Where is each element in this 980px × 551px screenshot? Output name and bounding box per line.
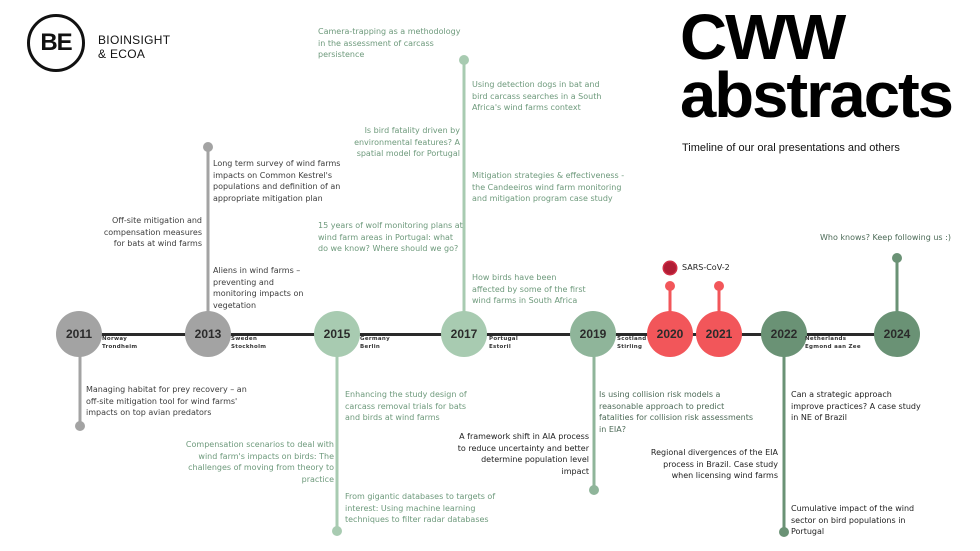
- abstract-2017-2: Using detection dogs in bat and bird car…: [472, 80, 602, 112]
- abstract-2019-2: A framework shift in AIA process to redu…: [457, 432, 589, 476]
- location-country: Netherlands: [805, 336, 847, 342]
- abstract-2017-1: Camera-trapping as a methodology in the …: [318, 27, 461, 59]
- stem-2021: [717, 286, 721, 334]
- location-country: Scotland: [617, 336, 647, 342]
- abstract-2017-4: Mitigation strategies & effectiveness - …: [472, 171, 625, 203]
- location-city: Trondheim: [102, 344, 138, 350]
- stem-2015: [335, 334, 339, 531]
- location-country: Norway: [102, 336, 128, 342]
- abstract-2015-3: From gigantic databases to targets of in…: [345, 492, 496, 524]
- year-node-2015: 2015: [314, 311, 360, 357]
- stem-end-dot-2019: [589, 485, 599, 495]
- year-node-2011: 2011: [56, 311, 102, 357]
- year-node-2013: 2013: [185, 311, 231, 357]
- abstract-2013-3: Aliens in wind farms – preventing and mo…: [213, 266, 304, 310]
- virus-icon: [664, 262, 676, 274]
- page-subtitle: Timeline of our oral presentations and o…: [682, 142, 900, 154]
- abstract-2017-5: 15 years of wolf monitoring plans at win…: [318, 221, 463, 253]
- stem-2017: [462, 60, 466, 334]
- stem-end-dot-2021: [714, 281, 724, 291]
- stem-2011: [78, 334, 82, 426]
- abstract-2024-1: Who knows? Keep following us :): [820, 233, 951, 242]
- covid-label: SARS-CoV-2: [682, 263, 730, 272]
- abstract-2022-1: Can a strategic approach improve practic…: [791, 390, 921, 422]
- location-city: Egmond aan Zee: [805, 344, 861, 350]
- stem-end-dot-2024: [892, 253, 902, 263]
- stem-2019: [592, 334, 596, 490]
- abstract-2019-1: Is using collision risk models a reasona…: [599, 390, 754, 434]
- title-line-2: abstracts: [680, 59, 954, 131]
- stem-2013: [206, 147, 210, 334]
- location-country: Sweden: [231, 336, 258, 342]
- stem-2022: [782, 334, 786, 532]
- year-node-2024: 2024: [874, 311, 920, 357]
- location-city: Stirling: [617, 344, 643, 350]
- stem-2020: [668, 286, 672, 334]
- stem-end-dot-2022: [779, 527, 789, 537]
- stem-end-dot-2017: [459, 55, 469, 65]
- location-city: Berlin: [360, 344, 381, 350]
- abstract-2022-2: Regional divergences of the EIA process …: [650, 448, 778, 480]
- abstract-2013-2: Off-site mitigation and compensation mea…: [103, 216, 202, 248]
- abstract-2022-3: Cumulative impact of the wind sector on …: [791, 504, 915, 536]
- abstract-2011-1: Managing habitat for prey recovery – an …: [86, 385, 247, 417]
- year-node-2019: 2019: [570, 311, 616, 357]
- abstract-2017-3: Is bird fatality driven by environmental…: [354, 126, 460, 158]
- location-city: Stockholm: [231, 344, 267, 350]
- stem-end-dot-2020: [665, 281, 675, 291]
- stem-2024: [895, 258, 899, 334]
- abstract-2015-2: Compensation scenarios to deal with wind…: [185, 440, 334, 484]
- stem-end-dot-2011: [75, 421, 85, 431]
- year-node-2020: 2020: [647, 311, 693, 357]
- page-title: CWW abstracts: [680, 1, 954, 131]
- abstract-2015-1: Enhancing the study design of carcass re…: [345, 390, 467, 422]
- timeline-axis: [78, 333, 898, 336]
- stem-end-dot-2013: [203, 142, 213, 152]
- location-city: Estoril: [489, 344, 512, 350]
- abstract-2017-6: How birds have been affected by some of …: [472, 273, 586, 305]
- year-node-2022: 2022: [761, 311, 807, 357]
- location-country: Portugal: [489, 336, 519, 342]
- title-line-1: CWW: [680, 1, 846, 73]
- logo-line-2: & ECOA: [98, 47, 146, 61]
- logo-text: BIOINSIGHT & ECOA: [98, 33, 170, 61]
- logo-line-1: BIOINSIGHT: [98, 33, 171, 47]
- abstract-2013-1: Long term survey of wind farms impacts o…: [213, 159, 341, 203]
- logo-monogram: BE: [27, 14, 85, 72]
- year-node-2021: 2021: [696, 311, 742, 357]
- stem-end-dot-2015: [332, 526, 342, 536]
- year-node-2017: 2017: [441, 311, 487, 357]
- location-country: Germany: [360, 336, 391, 342]
